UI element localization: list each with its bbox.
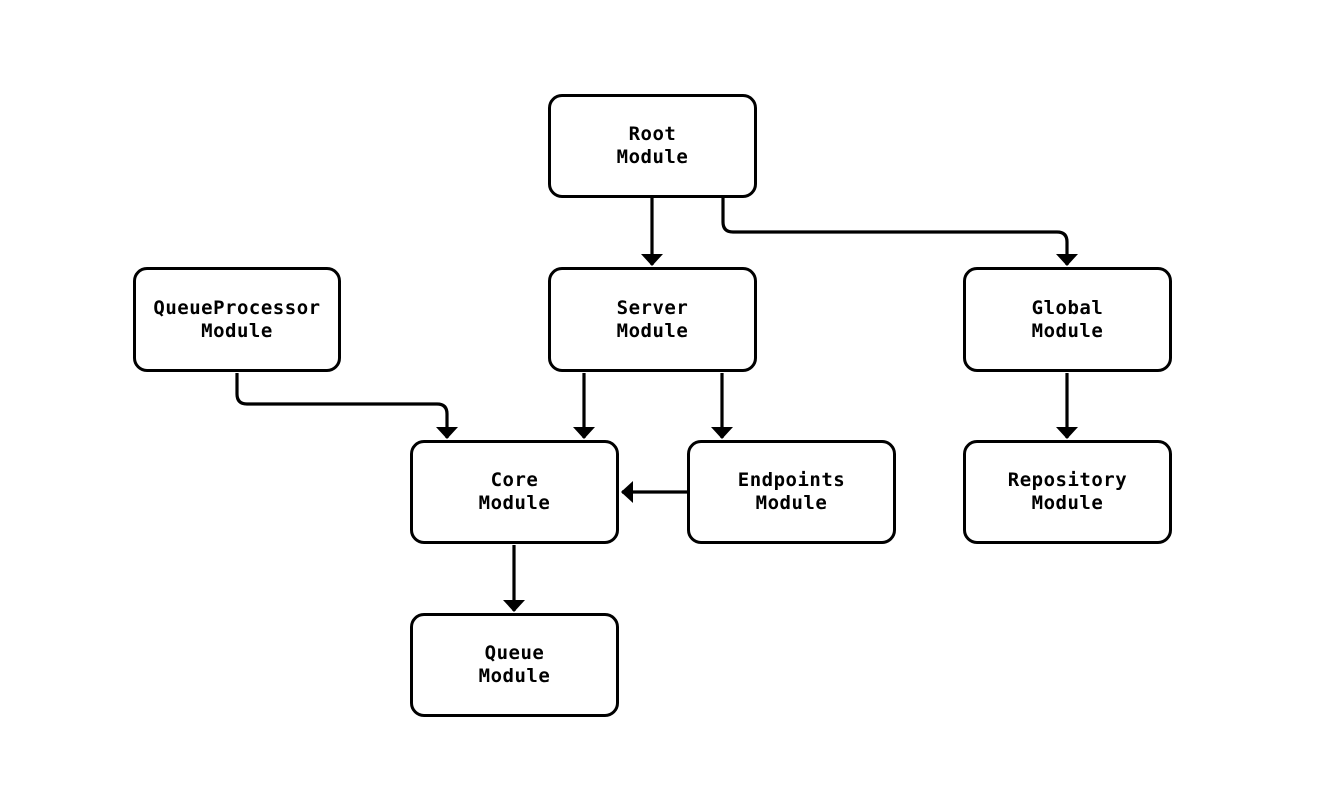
node-root-module: Root Module (548, 94, 757, 198)
node-queue-module: Queue Module (410, 613, 619, 717)
node-endpoints-module: Endpoints Module (687, 440, 896, 544)
node-server-module: Server Module (548, 267, 757, 372)
node-core-module: Core Module (410, 440, 619, 544)
edge-queueprocessor-to-core (235, 373, 458, 439)
node-label-queue: Queue Module (478, 642, 551, 687)
node-label-endpoints: Endpoints Module (737, 469, 846, 514)
node-label-server: Server Module (616, 296, 689, 342)
node-repository-module: Repository Module (963, 440, 1172, 544)
edge-root-to-global (721, 198, 1078, 266)
node-label-global: Global Module (1031, 296, 1104, 342)
node-label-core: Core Module (478, 469, 551, 514)
node-label-root: Root Module (616, 123, 689, 168)
node-queueprocessor-module: QueueProcessor Module (133, 267, 341, 372)
node-label-repository: Repository Module (1007, 469, 1128, 514)
node-global-module: Global Module (963, 267, 1172, 372)
node-label-queueprocessor: QueueProcessor Module (153, 296, 321, 342)
